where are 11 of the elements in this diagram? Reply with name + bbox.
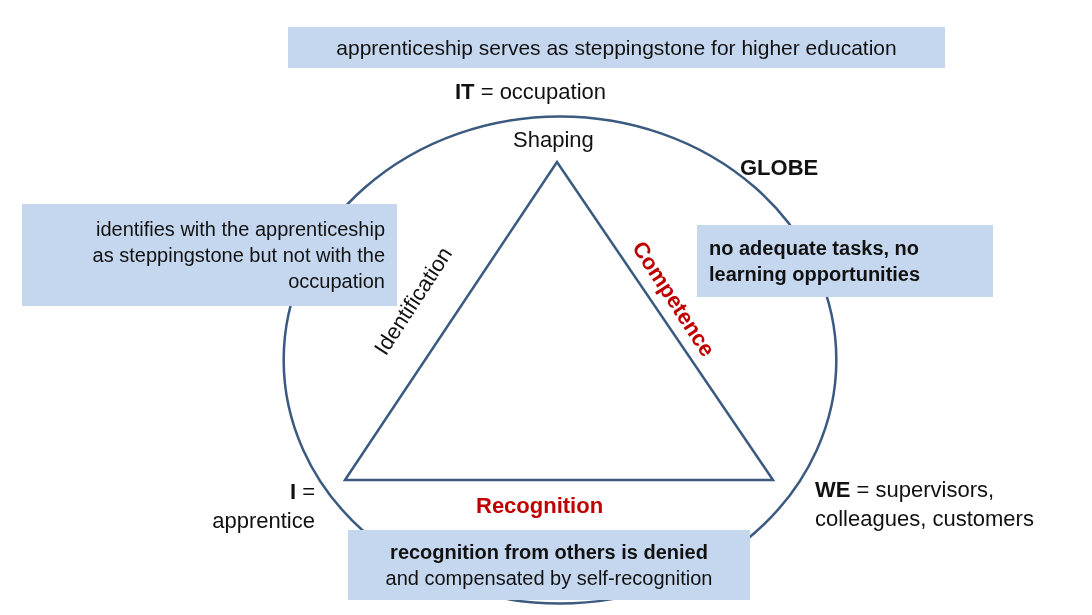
note-text: apprenticeship serves as steppingstone for higher education [335, 34, 898, 61]
globe-label: GLOBE [740, 155, 819, 181]
vertex-label: Shaping [513, 126, 594, 154]
vertex-label: IT = occupation [455, 78, 607, 106]
note-card [288, 27, 945, 68]
vertex-label: WE = supervisors, colleagues, customers [815, 476, 1035, 533]
note-text: no adequate tasks, no learning opportunities [709, 236, 922, 285]
note-text: and compensated by self-recognition [384, 566, 714, 591]
vertex-label: I = apprentice [211, 478, 315, 535]
note-text: recognition from others is denied [389, 540, 709, 565]
side-label: Recognition [476, 492, 604, 520]
